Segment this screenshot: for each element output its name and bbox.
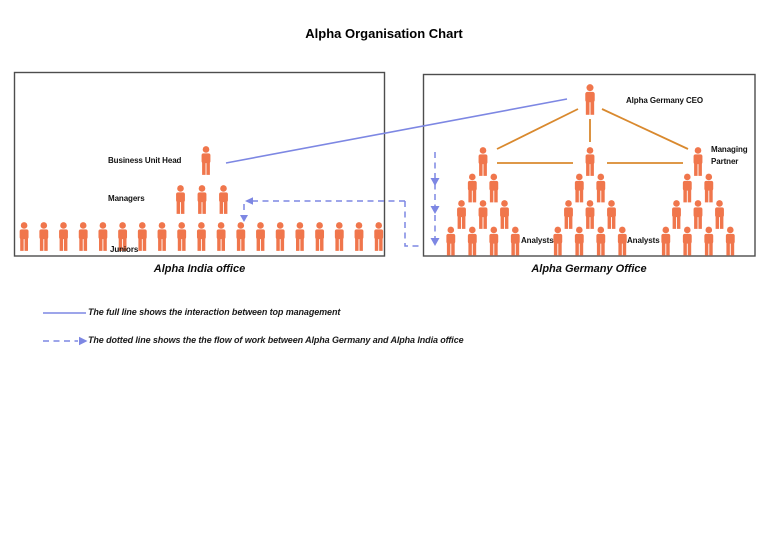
person-icon	[704, 226, 714, 256]
person-icon	[315, 222, 325, 251]
managing-partner-label: Managing Partner	[711, 145, 748, 166]
person-icon	[693, 147, 703, 176]
managers-label: Managers	[108, 194, 145, 203]
analysts-label-center: Analysts	[627, 236, 660, 245]
person-icon	[672, 200, 681, 229]
legend-swatches	[43, 312, 88, 346]
person-icon	[201, 146, 211, 175]
business-unit-head-label: Business Unit Head	[108, 156, 182, 165]
india-office-box	[13, 71, 386, 257]
person-icon	[489, 226, 499, 256]
person-icon	[617, 226, 627, 256]
person-icon	[607, 200, 616, 229]
person-icon	[59, 222, 68, 251]
legend-full-line-text: The full line shows the interaction betw…	[88, 307, 341, 317]
person-icon	[334, 222, 344, 251]
person-icon	[457, 200, 466, 229]
juniors-label: Juniors	[110, 245, 139, 254]
arrowhead-left-icon	[245, 197, 253, 205]
person-icon	[585, 84, 595, 115]
person-icon	[295, 222, 305, 251]
person-icon	[256, 222, 265, 251]
page-title: Alpha Organisation Chart	[305, 26, 463, 41]
person-icon	[489, 173, 499, 203]
arrowhead-down-icon	[430, 206, 440, 214]
person-icon	[98, 222, 108, 251]
person-icon	[564, 200, 573, 229]
arrowhead-down-icon	[240, 215, 248, 222]
person-icon	[500, 200, 509, 229]
person-icon	[275, 222, 285, 251]
person-icon	[682, 226, 692, 256]
person-icon	[446, 226, 456, 256]
germany-ceo-label: Alpha Germany CEO	[626, 96, 703, 105]
person-icon	[553, 226, 563, 256]
germany-office-caption: Alpha Germany Office	[531, 263, 647, 275]
person-icon	[596, 173, 606, 203]
germany-office-box	[422, 73, 756, 257]
person-icon	[682, 173, 692, 203]
person-icon	[196, 222, 206, 251]
germany-hierarchy-connectors	[496, 108, 689, 164]
person-icon	[574, 226, 584, 256]
person-icon	[19, 222, 29, 251]
india-office-people	[19, 146, 384, 251]
person-icon	[467, 226, 477, 256]
person-icon	[693, 200, 703, 229]
person-icon	[216, 222, 226, 251]
legend-arrowhead-icon	[79, 336, 88, 346]
person-icon	[219, 185, 228, 214]
person-icon	[78, 222, 88, 251]
person-icon	[661, 226, 671, 256]
person-icon	[374, 222, 384, 251]
person-icon	[177, 222, 187, 251]
person-icon	[39, 222, 49, 251]
person-icon	[176, 185, 185, 214]
person-icon	[197, 185, 207, 214]
person-icon	[478, 147, 488, 176]
arrowhead-down-icon	[430, 238, 440, 246]
arrowhead-down-icon	[430, 178, 440, 186]
person-icon	[704, 173, 714, 203]
work-flow-dotted-path	[240, 152, 440, 247]
person-icon	[715, 200, 724, 229]
person-icon	[574, 173, 584, 203]
person-icon	[236, 222, 246, 251]
person-icon	[725, 226, 735, 256]
person-icon	[585, 200, 595, 229]
person-icon	[137, 222, 147, 251]
person-icon	[585, 147, 595, 176]
person-icon	[478, 200, 488, 229]
person-icon	[510, 226, 520, 256]
india-office-caption: Alpha India office	[153, 263, 246, 275]
analysts-label-left: Analysts	[521, 236, 554, 245]
germany-office-people	[446, 84, 735, 256]
person-icon	[354, 222, 364, 251]
person-icon	[596, 226, 606, 256]
person-icon	[467, 173, 477, 203]
top-management-interaction-line	[225, 98, 568, 164]
person-icon	[157, 222, 167, 251]
legend-dotted-line-text: The dotted line shows the the flow of wo…	[88, 335, 464, 345]
